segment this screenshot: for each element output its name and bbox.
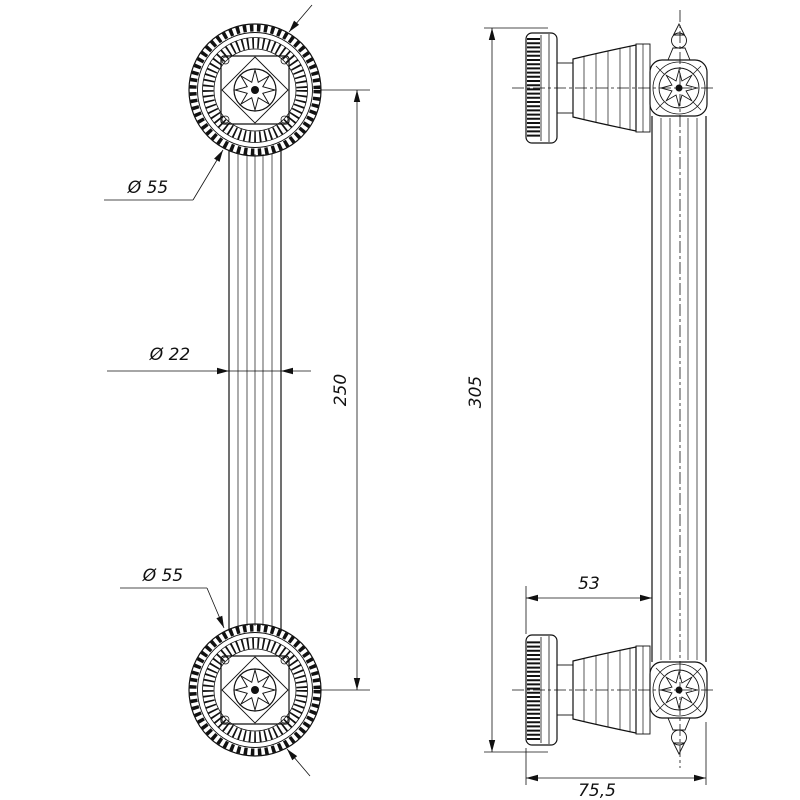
mount-top <box>512 24 714 143</box>
dim-label-rosette-bottom: Ø 55 <box>142 566 183 586</box>
dim-label-rosette-top: Ø 55 <box>127 178 168 198</box>
side-view <box>512 10 714 768</box>
leader-arrow-top <box>288 4 313 33</box>
dim-overall-depth: 75,5 <box>525 722 707 800</box>
dim-projection: 53 <box>525 574 652 634</box>
dim-rosette-bottom: Ø 55 <box>120 566 225 629</box>
leader-arrow-bottom <box>286 748 311 777</box>
dimensions: Ø 55 Ø 22 250 Ø 55 <box>104 27 707 800</box>
dim-rosette-top: Ø 55 <box>104 149 224 201</box>
rosette-bottom <box>189 624 321 756</box>
dim-label-center-distance: 250 <box>331 374 351 406</box>
dim-bar-diameter: Ø 22 <box>107 345 311 375</box>
dim-overall-length: 305 <box>466 27 548 753</box>
rosette-top <box>189 24 321 156</box>
dim-label-bar-diameter: Ø 22 <box>149 345 190 365</box>
mount-bottom <box>512 635 714 754</box>
dim-center-distance: 250 <box>320 89 370 691</box>
dim-label-projection: 53 <box>578 574 600 594</box>
side-bar <box>651 116 707 662</box>
dim-label-overall-depth: 75,5 <box>578 781 616 800</box>
dim-label-overall-length: 305 <box>466 376 486 408</box>
front-view <box>189 4 321 777</box>
front-bar <box>228 150 282 630</box>
